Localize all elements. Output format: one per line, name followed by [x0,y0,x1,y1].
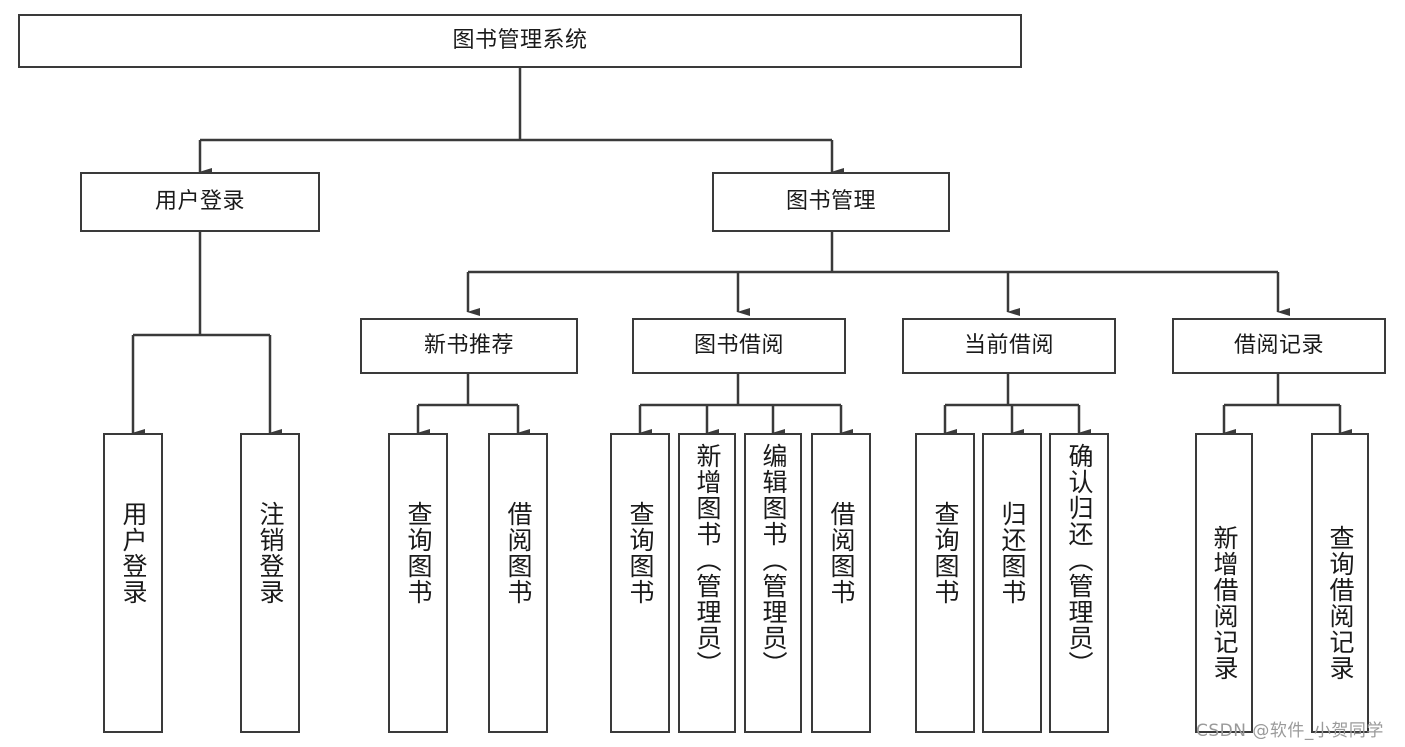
node-root-book-management-system[interactable]: 图书管理系统 [18,14,1022,68]
leaf-new-book-borrow[interactable]: 借阅图书 [488,433,548,733]
leaf-new-book-query[interactable]: 查询图书 [388,433,448,733]
node-label: 确认归还（管理员） [1065,443,1094,677]
leaf-current-query-book[interactable]: 查询图书 [915,433,975,733]
leaf-borrow-add-book-admin[interactable]: 新增图书（管理员） [678,433,736,733]
node-book-management[interactable]: 图书管理 [712,172,950,232]
leaf-user-login-login[interactable]: 用户登录 [103,433,163,733]
node-label: 借阅图书 [504,501,533,605]
leaf-record-query-record[interactable]: 查询借阅记录 [1311,433,1369,733]
node-label: 查询借阅记录 [1326,525,1355,681]
csdn-watermark: CSDN @软件_小贺同学 [1196,721,1384,741]
node-label: 新增图书（管理员） [693,443,722,677]
node-label: 查询图书 [404,501,433,605]
node-label: 图书借阅 [693,332,784,358]
leaf-current-return-book[interactable]: 归还图书 [982,433,1042,733]
node-label: 借阅图书 [827,501,856,605]
node-borrow-record[interactable]: 借阅记录 [1172,318,1386,374]
leaf-current-confirm-return-admin[interactable]: 确认归还（管理员） [1049,433,1109,733]
node-label: 查询图书 [626,501,655,605]
node-label: 当前借阅 [963,332,1054,358]
node-label: 借阅记录 [1233,332,1324,358]
node-label: 查询图书 [931,501,960,605]
node-user-login[interactable]: 用户登录 [80,172,320,232]
leaf-user-login-logout[interactable]: 注销登录 [240,433,300,733]
node-label: 用户登录 [154,188,245,214]
leaf-borrow-borrow-book[interactable]: 借阅图书 [811,433,871,733]
node-label: 图书管理 [785,188,876,214]
node-new-book-recommend[interactable]: 新书推荐 [360,318,578,374]
leaf-borrow-edit-book-admin[interactable]: 编辑图书（管理员） [744,433,802,733]
leaf-record-add-record[interactable]: 新增借阅记录 [1195,433,1253,733]
node-current-borrow[interactable]: 当前借阅 [902,318,1116,374]
node-label: 新增借阅记录 [1210,525,1239,681]
node-label: 注销登录 [256,501,285,605]
node-book-borrow[interactable]: 图书借阅 [632,318,846,374]
node-label: 用户登录 [119,501,148,605]
node-label: 归还图书 [998,501,1027,605]
leaf-borrow-query-book[interactable]: 查询图书 [610,433,670,733]
node-label: 编辑图书（管理员） [759,443,788,677]
node-label: 图书管理系统 [452,27,588,53]
node-label: 新书推荐 [423,332,514,358]
